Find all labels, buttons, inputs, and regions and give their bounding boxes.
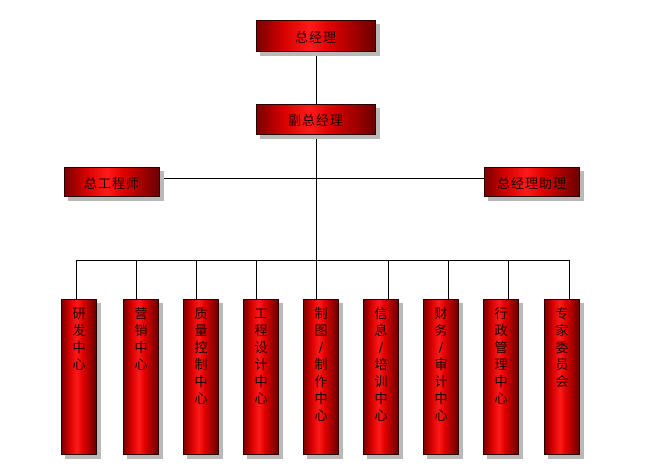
ceo-node: 总经理 [256, 20, 376, 52]
center-label-info: 信 息 / 培 训 中 心 [374, 307, 388, 424]
deputy-label: 副总经理 [287, 114, 344, 129]
center-label-drafting: 制 图 / 制 作 中 心 [314, 307, 328, 424]
assistant-label: 总经理助理 [496, 176, 567, 192]
center-node-finance: 财 务 / 审 计 中 心 [423, 299, 459, 455]
center-node-engineering: 工 程 设 计 中 心 [243, 299, 279, 455]
center-label-finance: 财 务 / 审 计 中 心 [434, 307, 448, 424]
center-node-rd: 研 发 中 心 [61, 299, 97, 455]
center-node-quality: 质 量 控 制 中 心 [183, 299, 219, 455]
center-label-engineering: 工 程 设 计 中 心 [254, 307, 268, 407]
assistant-node: 总经理助理 [484, 167, 580, 197]
deputy-node: 副总经理 [256, 104, 376, 135]
center-node-info: 信 息 / 培 训 中 心 [363, 299, 399, 455]
center-label-experts: 专 家 委 员 会 [555, 307, 569, 390]
center-label-marketing: 营 销 中 心 [134, 307, 148, 373]
center-label-quality: 质 量 控 制 中 心 [194, 307, 208, 407]
center-node-admin: 行 政 管 理 中 心 [483, 299, 519, 455]
chief-engineer-node: 总工程师 [64, 167, 160, 197]
chief-engineer-label: 总工程师 [83, 176, 140, 192]
center-node-marketing: 营 销 中 心 [123, 299, 159, 455]
center-node-drafting: 制 图 / 制 作 中 心 [303, 299, 339, 455]
center-label-rd: 研 发 中 心 [72, 307, 86, 373]
ceo-label: 总经理 [294, 30, 337, 46]
center-node-experts: 专 家 委 员 会 [544, 299, 580, 455]
center-label-admin: 行 政 管 理 中 心 [494, 307, 508, 407]
